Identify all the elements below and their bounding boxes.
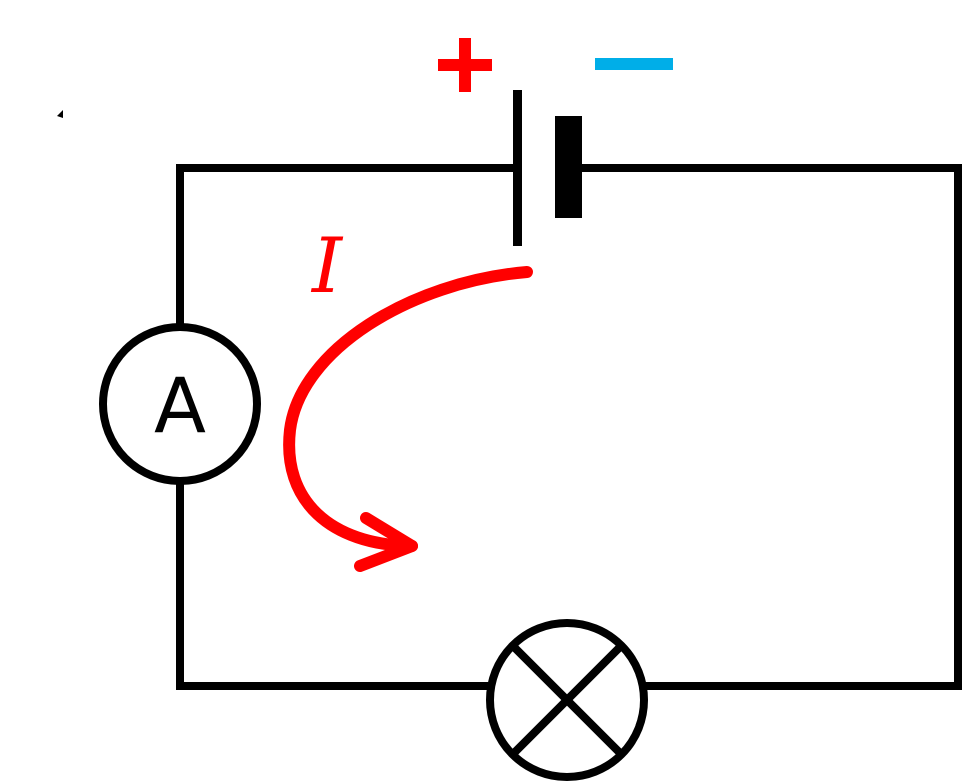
ammeter-symbol: A (154, 361, 206, 450)
circuit-wires (176, 164, 962, 690)
plus-sign-vertical (459, 38, 471, 92)
plus-sign (438, 38, 492, 92)
current-arrow: I (283, 221, 533, 572)
current-label: I (310, 221, 344, 310)
battery (438, 38, 673, 246)
lamp-cross-b (509, 642, 625, 758)
ammeter: A (99, 323, 261, 485)
wire-right-side (576, 164, 962, 690)
stray-mark (57, 110, 63, 118)
current-arrow-curve (283, 266, 533, 552)
minus-sign (595, 58, 673, 70)
lamp (486, 619, 648, 781)
wire-top-left (176, 164, 521, 334)
current-arrow-head (354, 512, 418, 572)
battery-negative-plate (555, 116, 582, 218)
battery-positive-plate (513, 90, 522, 246)
ammeter-ring (99, 323, 261, 485)
